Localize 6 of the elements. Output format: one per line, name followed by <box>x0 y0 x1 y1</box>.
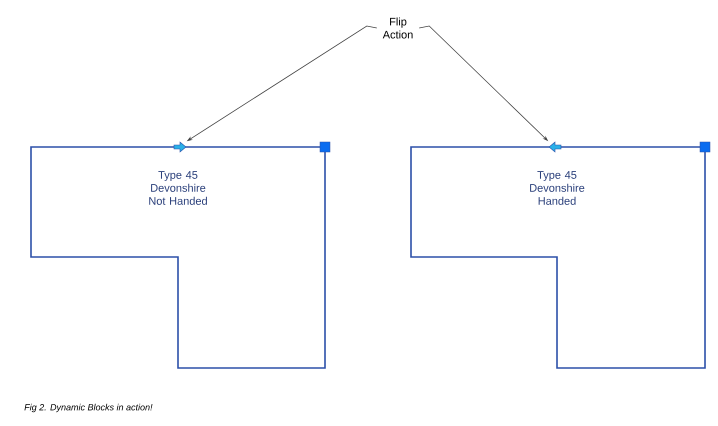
flip-grip-icon <box>548 141 562 153</box>
block-outline: Type 45 Devonshire Handed <box>410 146 706 369</box>
caption: Fig 2. Dynamic Blocks in action! <box>24 404 152 412</box>
callout-text: Flip Action <box>382 17 413 39</box>
flip-grip-icon <box>174 141 186 153</box>
block-outline: Type 45 Devonshire Not Handed <box>30 146 326 369</box>
